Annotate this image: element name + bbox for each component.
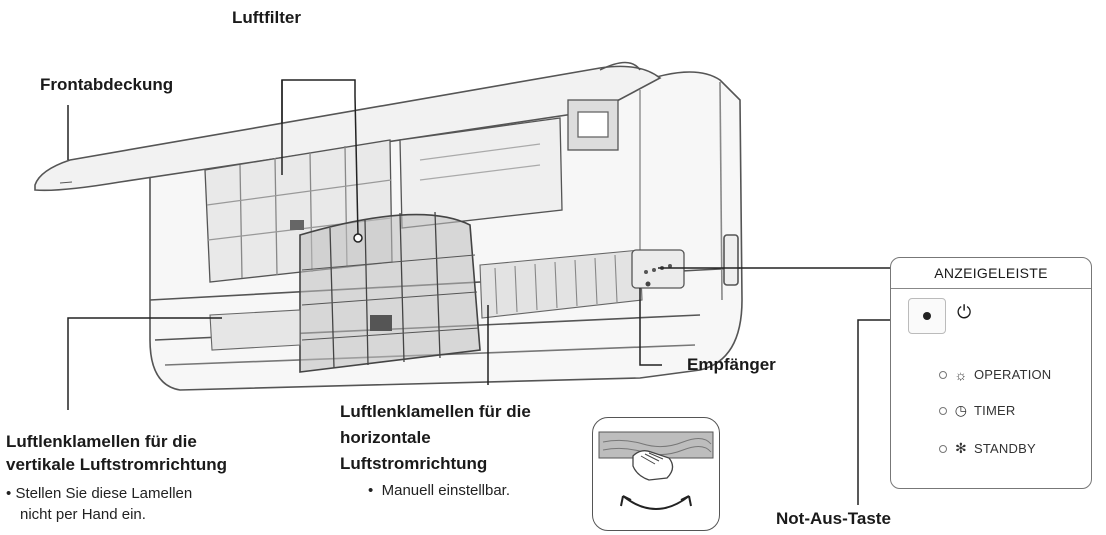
bullet: •	[368, 482, 374, 499]
indicator-led	[939, 444, 947, 453]
indicator-label: TIMER	[974, 403, 1016, 419]
horizontal-louvers-note: • Manuell einstellbar.	[368, 482, 510, 499]
label-vertical-louvers-1: Luftlenklamellen für die	[6, 432, 197, 451]
power-icon: ⏻	[957, 302, 972, 322]
label-receiver: Empfänger	[687, 355, 776, 374]
display-panel: ANZEIGELEISTE ⏻ ☼ OPERATION ◷ TIMER ✻ STAND…	[890, 257, 1092, 489]
horizontal-note-text: Manuell einstellbar.	[381, 482, 511, 499]
front-cover-panel	[34, 61, 662, 192]
vertical-note-line2: nicht per Hand ein.	[20, 506, 146, 523]
label-air-filter: Luftfilter	[232, 8, 301, 27]
vertical-note-line1: Stellen Sie diese Lamellen	[15, 485, 193, 502]
sun-icon: ☼	[954, 366, 968, 383]
button-dot	[923, 312, 931, 320]
indicator-timer: ◷ TIMER	[939, 402, 1015, 419]
label-horizontal-louvers-1: Luftlenklamellen für die	[340, 402, 531, 421]
vertical-louvers-note: • Stellen Sie diese Lamellen	[6, 485, 192, 502]
receiver-window	[631, 249, 685, 289]
indicator-led	[939, 370, 947, 379]
display-panel-title: ANZEIGELEISTE	[891, 258, 1091, 289]
label-vertical-louvers-2: vertikale Luftstromrichtung	[6, 455, 228, 474]
emergency-button[interactable]	[908, 298, 946, 334]
clock-icon: ◷	[954, 402, 968, 419]
label-horizontal-louvers-3: Luftstromrichtung	[340, 454, 488, 473]
louver-adjust-inset	[592, 417, 720, 531]
air-filter-mesh	[290, 211, 481, 373]
label-horizontal-louvers-2: horizontale	[340, 428, 431, 447]
indicator-led	[939, 406, 947, 415]
indicator-label: OPERATION	[974, 367, 1052, 383]
indicator-standby: ✻ STANDBY	[939, 440, 1036, 457]
hand-adjust-illustration	[598, 431, 714, 510]
fan-icon: ✻	[955, 440, 967, 457]
indicator-label: STANDBY	[974, 441, 1036, 457]
bullet: •	[6, 485, 12, 502]
louver-area	[209, 249, 643, 351]
label-front-cover: Frontabdeckung	[40, 75, 174, 94]
label-emergency-button: Not-Aus-Taste	[776, 509, 891, 528]
indicator-operation: ☼ OPERATION	[939, 366, 1051, 383]
